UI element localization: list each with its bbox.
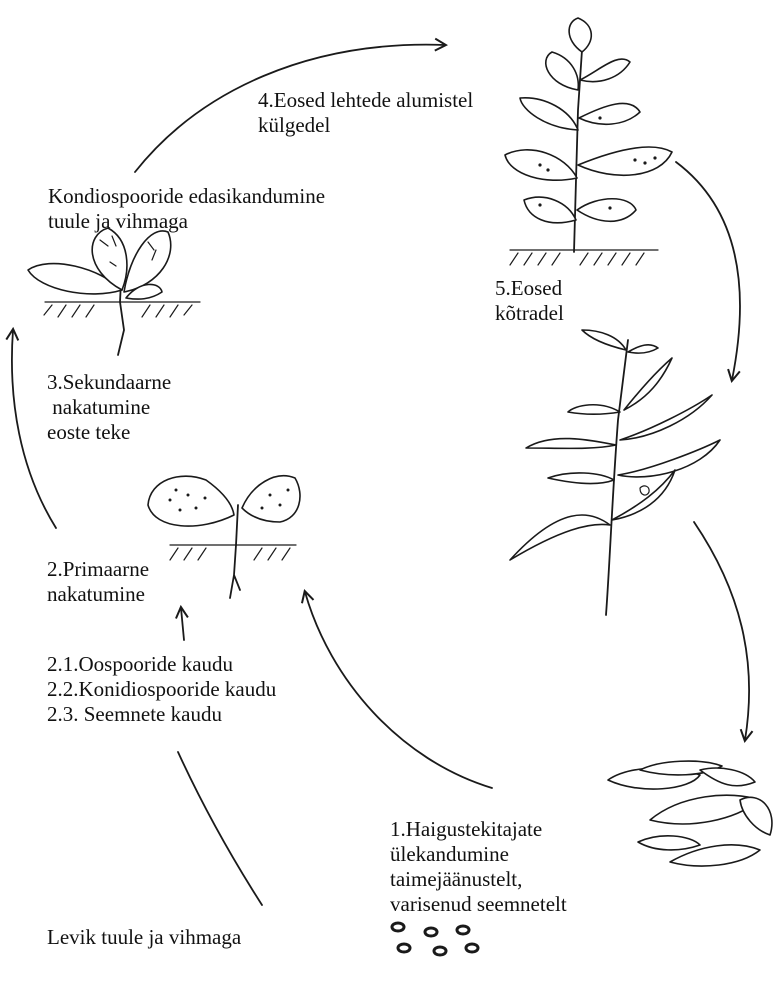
label-source-conidiospores: 2.2.Konidiospooride kaudu (47, 677, 276, 702)
seedling-secondary-infection (28, 228, 200, 355)
label-stage1-line1: 1.Haigustekitajate (390, 817, 567, 842)
arrow-stage4-to-stage5 (676, 162, 740, 380)
label-stage2-line1: 2.Primaarne (47, 557, 149, 582)
label-wind-spread: Kondiospooride edasikandumine tuule ja v… (48, 184, 325, 234)
plant-stalk-spores (510, 330, 720, 615)
label-stage5-line1: 5.Eosed (495, 276, 564, 301)
mature-plant-leaf-spores (505, 18, 672, 265)
label-stage2: 2.Primaarne nakatumine (47, 557, 149, 607)
arrow-sources-to-stage2 (181, 608, 184, 640)
arrow-stage5-to-debris (694, 522, 749, 740)
label-stage4: 4.Eosed lehtede alumistel külgedel (258, 88, 473, 138)
arrow-debris-to-stage2 (305, 592, 492, 788)
plant-debris (608, 761, 772, 866)
label-stage5-line2: kõtradel (495, 301, 564, 326)
label-stage1-line4: varisenud seemnetelt (390, 892, 567, 917)
label-stage3: 3.Sekundaarne nakatumine eoste teke (47, 370, 171, 445)
label-stage3-line1: 3.Sekundaarne (47, 370, 171, 395)
label-stage1-line2: ülekandumine (390, 842, 567, 867)
arrow-spread-to-sources (178, 752, 262, 905)
label-stage5: 5.Eosed kõtradel (495, 276, 564, 326)
label-stage1-line3: taimejäänustelt, (390, 867, 567, 892)
label-stage4-line2: külgedel (258, 113, 473, 138)
label-source-seeds: 2.3. Seemnete kaudu (47, 702, 276, 727)
label-infection-sources: 2.1.Oospooride kaudu 2.2.Konidiospooride… (47, 652, 276, 727)
label-stage4-line1: 4.Eosed lehtede alumistel (258, 88, 473, 113)
label-wind-spread-line1: Kondiospooride edasikandumine (48, 184, 325, 209)
label-stage1: 1.Haigustekitajate ülekandumine taimejää… (390, 817, 567, 917)
label-stage2-line2: nakatumine (47, 582, 149, 607)
label-stage3-line2: nakatumine (47, 395, 171, 420)
seedling-primary-infection (148, 476, 300, 598)
fallen-seeds (392, 923, 478, 955)
label-stage3-line3: eoste teke (47, 420, 171, 445)
label-wind-spread-line2: tuule ja vihmaga (48, 209, 325, 234)
label-source-oospores: 2.1.Oospooride kaudu (47, 652, 276, 677)
label-spread: Levik tuule ja vihmaga (47, 925, 241, 950)
